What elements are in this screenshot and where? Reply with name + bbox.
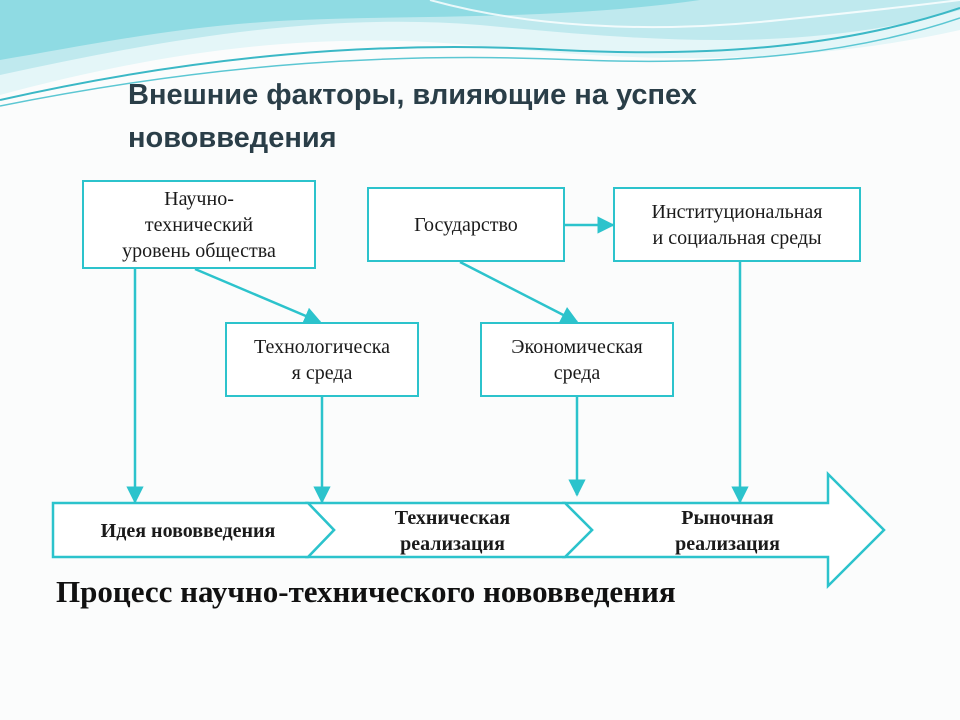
arrow-scitech-to-technological (194, 267, 322, 324)
factor-box-institutional: Институциональная и социальная среды (613, 187, 861, 262)
process-stage-idea: Идея нововведения (100, 520, 276, 542)
header-wave-decoration (0, 0, 960, 107)
factor-box-state: Государство (367, 187, 565, 262)
factor-box-technological: Технологическа я среда (225, 322, 419, 397)
factor-box-scitech-level: Научно- технический уровень общества (82, 180, 316, 269)
factor-box-economic: Экономическая среда (480, 322, 674, 397)
process-caption: Процесс научно-технического нововведения (56, 574, 676, 609)
process-stage-market: Рыночная реализация (675, 507, 780, 555)
process-arrow-idea (51, 501, 336, 559)
slide-title: Внешние факторы, влияющие на успех новов… (128, 79, 697, 154)
process-stage-technical: Техническая реализация (394, 507, 511, 555)
arrow-state-to-economic (459, 260, 579, 324)
